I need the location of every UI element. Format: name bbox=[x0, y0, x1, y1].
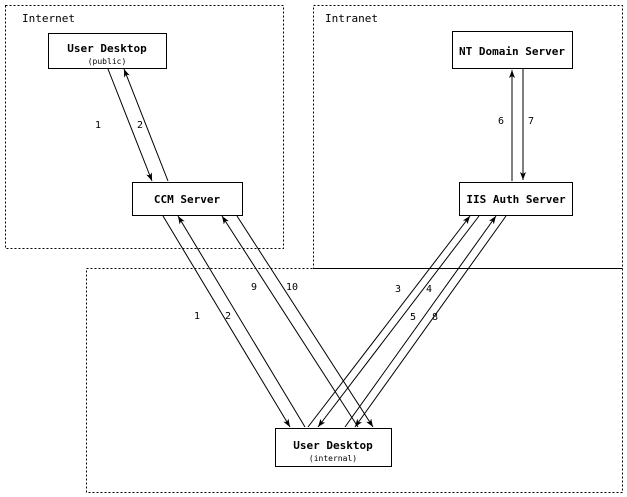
node-user-desktop-public-subtitle: (public) bbox=[88, 57, 127, 66]
flow-line-1-public-to-ccm bbox=[107, 68, 153, 182]
zone-internet-box bbox=[5, 5, 284, 249]
node-ccm-server-box[interactable] bbox=[132, 182, 243, 216]
zone-boundaries bbox=[5, 5, 623, 493]
zone-label-internet: Internet bbox=[22, 12, 75, 25]
node-user-desktop-public-box[interactable] bbox=[48, 33, 167, 69]
node-ccm-server[interactable]: CCM Server bbox=[132, 182, 243, 216]
node-nt-domain-server-title: NT Domain Server bbox=[459, 45, 565, 58]
zone-label-intranet: Intranet bbox=[325, 12, 378, 25]
flow-step-label-3: 3 bbox=[395, 284, 401, 295]
node-iis-auth-server-box[interactable] bbox=[459, 182, 573, 216]
node-nt-domain-server-box[interactable] bbox=[452, 31, 573, 69]
flow-line-3-internal-to-iis bbox=[307, 215, 471, 428]
flow-step-label-7: 7 bbox=[528, 116, 534, 127]
node-iis-auth-server-title: IIS Auth Server bbox=[466, 193, 566, 206]
flow-step-label-4: 4 bbox=[426, 284, 432, 295]
flow-step-label-1-public: 1 bbox=[95, 120, 101, 131]
flow-step-label-2-internal: 2 bbox=[225, 311, 231, 322]
zone-intranet-box bbox=[313, 5, 623, 269]
node-iis-auth-server[interactable]: IIS Auth Server bbox=[459, 182, 573, 216]
flow-lines bbox=[107, 68, 526, 428]
flow-step-label-5: 5 bbox=[410, 312, 416, 323]
flow-line-9-internal-to-ccm bbox=[221, 215, 359, 428]
node-user-desktop-public[interactable]: User Desktop (public) bbox=[48, 33, 167, 69]
flow-step-label-9: 9 bbox=[251, 282, 257, 293]
node-nt-domain-server[interactable]: NT Domain Server bbox=[452, 31, 573, 69]
flow-step-label-6: 6 bbox=[498, 116, 504, 127]
node-user-desktop-internal[interactable]: User Desktop (internal) bbox=[275, 428, 392, 467]
flow-step-labels: 1 2 1 2 3 4 5 6 7 8 9 10 bbox=[95, 116, 534, 323]
node-user-desktop-public-title: User Desktop bbox=[67, 42, 147, 55]
node-user-desktop-internal-box[interactable] bbox=[275, 428, 392, 467]
flow-line-1-ccm-to-internal bbox=[162, 215, 291, 428]
flow-step-label-8: 8 bbox=[432, 312, 438, 323]
flow-line-10-ccm-to-internal bbox=[236, 215, 374, 428]
flow-line-8-iis-to-internal bbox=[354, 215, 507, 428]
zone-internal-box bbox=[86, 268, 623, 493]
flow-line-4-iis-to-internal bbox=[317, 215, 480, 428]
flow-step-label-2-public: 2 bbox=[137, 120, 143, 131]
flow-line-5-internal-to-iis bbox=[344, 215, 497, 428]
flow-line-2-ccm-to-public bbox=[123, 68, 169, 182]
node-user-desktop-internal-title: User Desktop bbox=[293, 439, 373, 452]
nodes: User Desktop (public) CCM Server NT Doma… bbox=[48, 31, 573, 467]
flow-step-label-10: 10 bbox=[286, 282, 298, 293]
flow-step-label-1-internal: 1 bbox=[194, 311, 200, 322]
node-ccm-server-title: CCM Server bbox=[154, 193, 221, 206]
node-user-desktop-internal-subtitle: (internal) bbox=[309, 454, 357, 463]
flow-line-2-internal-to-ccm bbox=[177, 215, 306, 428]
